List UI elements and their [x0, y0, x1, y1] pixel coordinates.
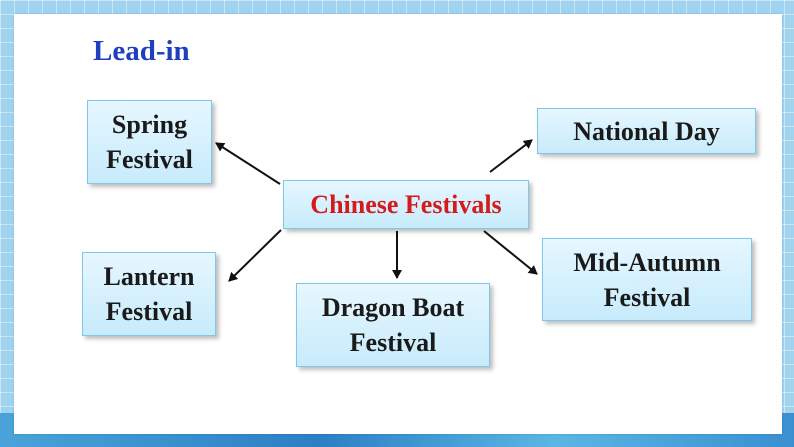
central-topic-label: Chinese Festivals: [310, 190, 502, 219]
arrow-to-mid-autumn-festival: [483, 230, 538, 275]
festival-label-national-day: National Day: [573, 116, 720, 146]
festival-box-national-day: National Day: [537, 108, 756, 154]
central-topic-box: Chinese Festivals: [283, 180, 529, 229]
festival-label-dragon-boat-line2: Festival: [349, 328, 437, 357]
festival-box-mid-autumn: Mid-Autumn Festival: [542, 238, 752, 321]
festival-label-mid-autumn-line1: Mid-Autumn: [573, 247, 721, 277]
festival-label-lantern-line1: Lantern: [103, 262, 195, 291]
festival-label-spring-line1: Spring: [111, 110, 188, 139]
festival-label-spring-line2: Festival: [106, 145, 193, 174]
festival-label-mid-autumn-line2: Festival: [603, 282, 691, 312]
festival-label-lantern-line2: Festival: [105, 297, 193, 326]
arrow-to-lantern-festival: [228, 229, 282, 282]
festival-box-lantern: Lantern Festival: [82, 252, 216, 336]
festival-label-dragon-boat-line1: Dragon Boat: [321, 293, 465, 322]
arrow-to-national-day: [489, 139, 533, 173]
arrow-to-spring-festival: [215, 142, 281, 185]
page-title: Lead-in: [93, 35, 190, 67]
festival-box-spring: Spring Festival: [87, 100, 212, 184]
festival-box-dragon-boat: Dragon Boat Festival: [296, 283, 490, 367]
